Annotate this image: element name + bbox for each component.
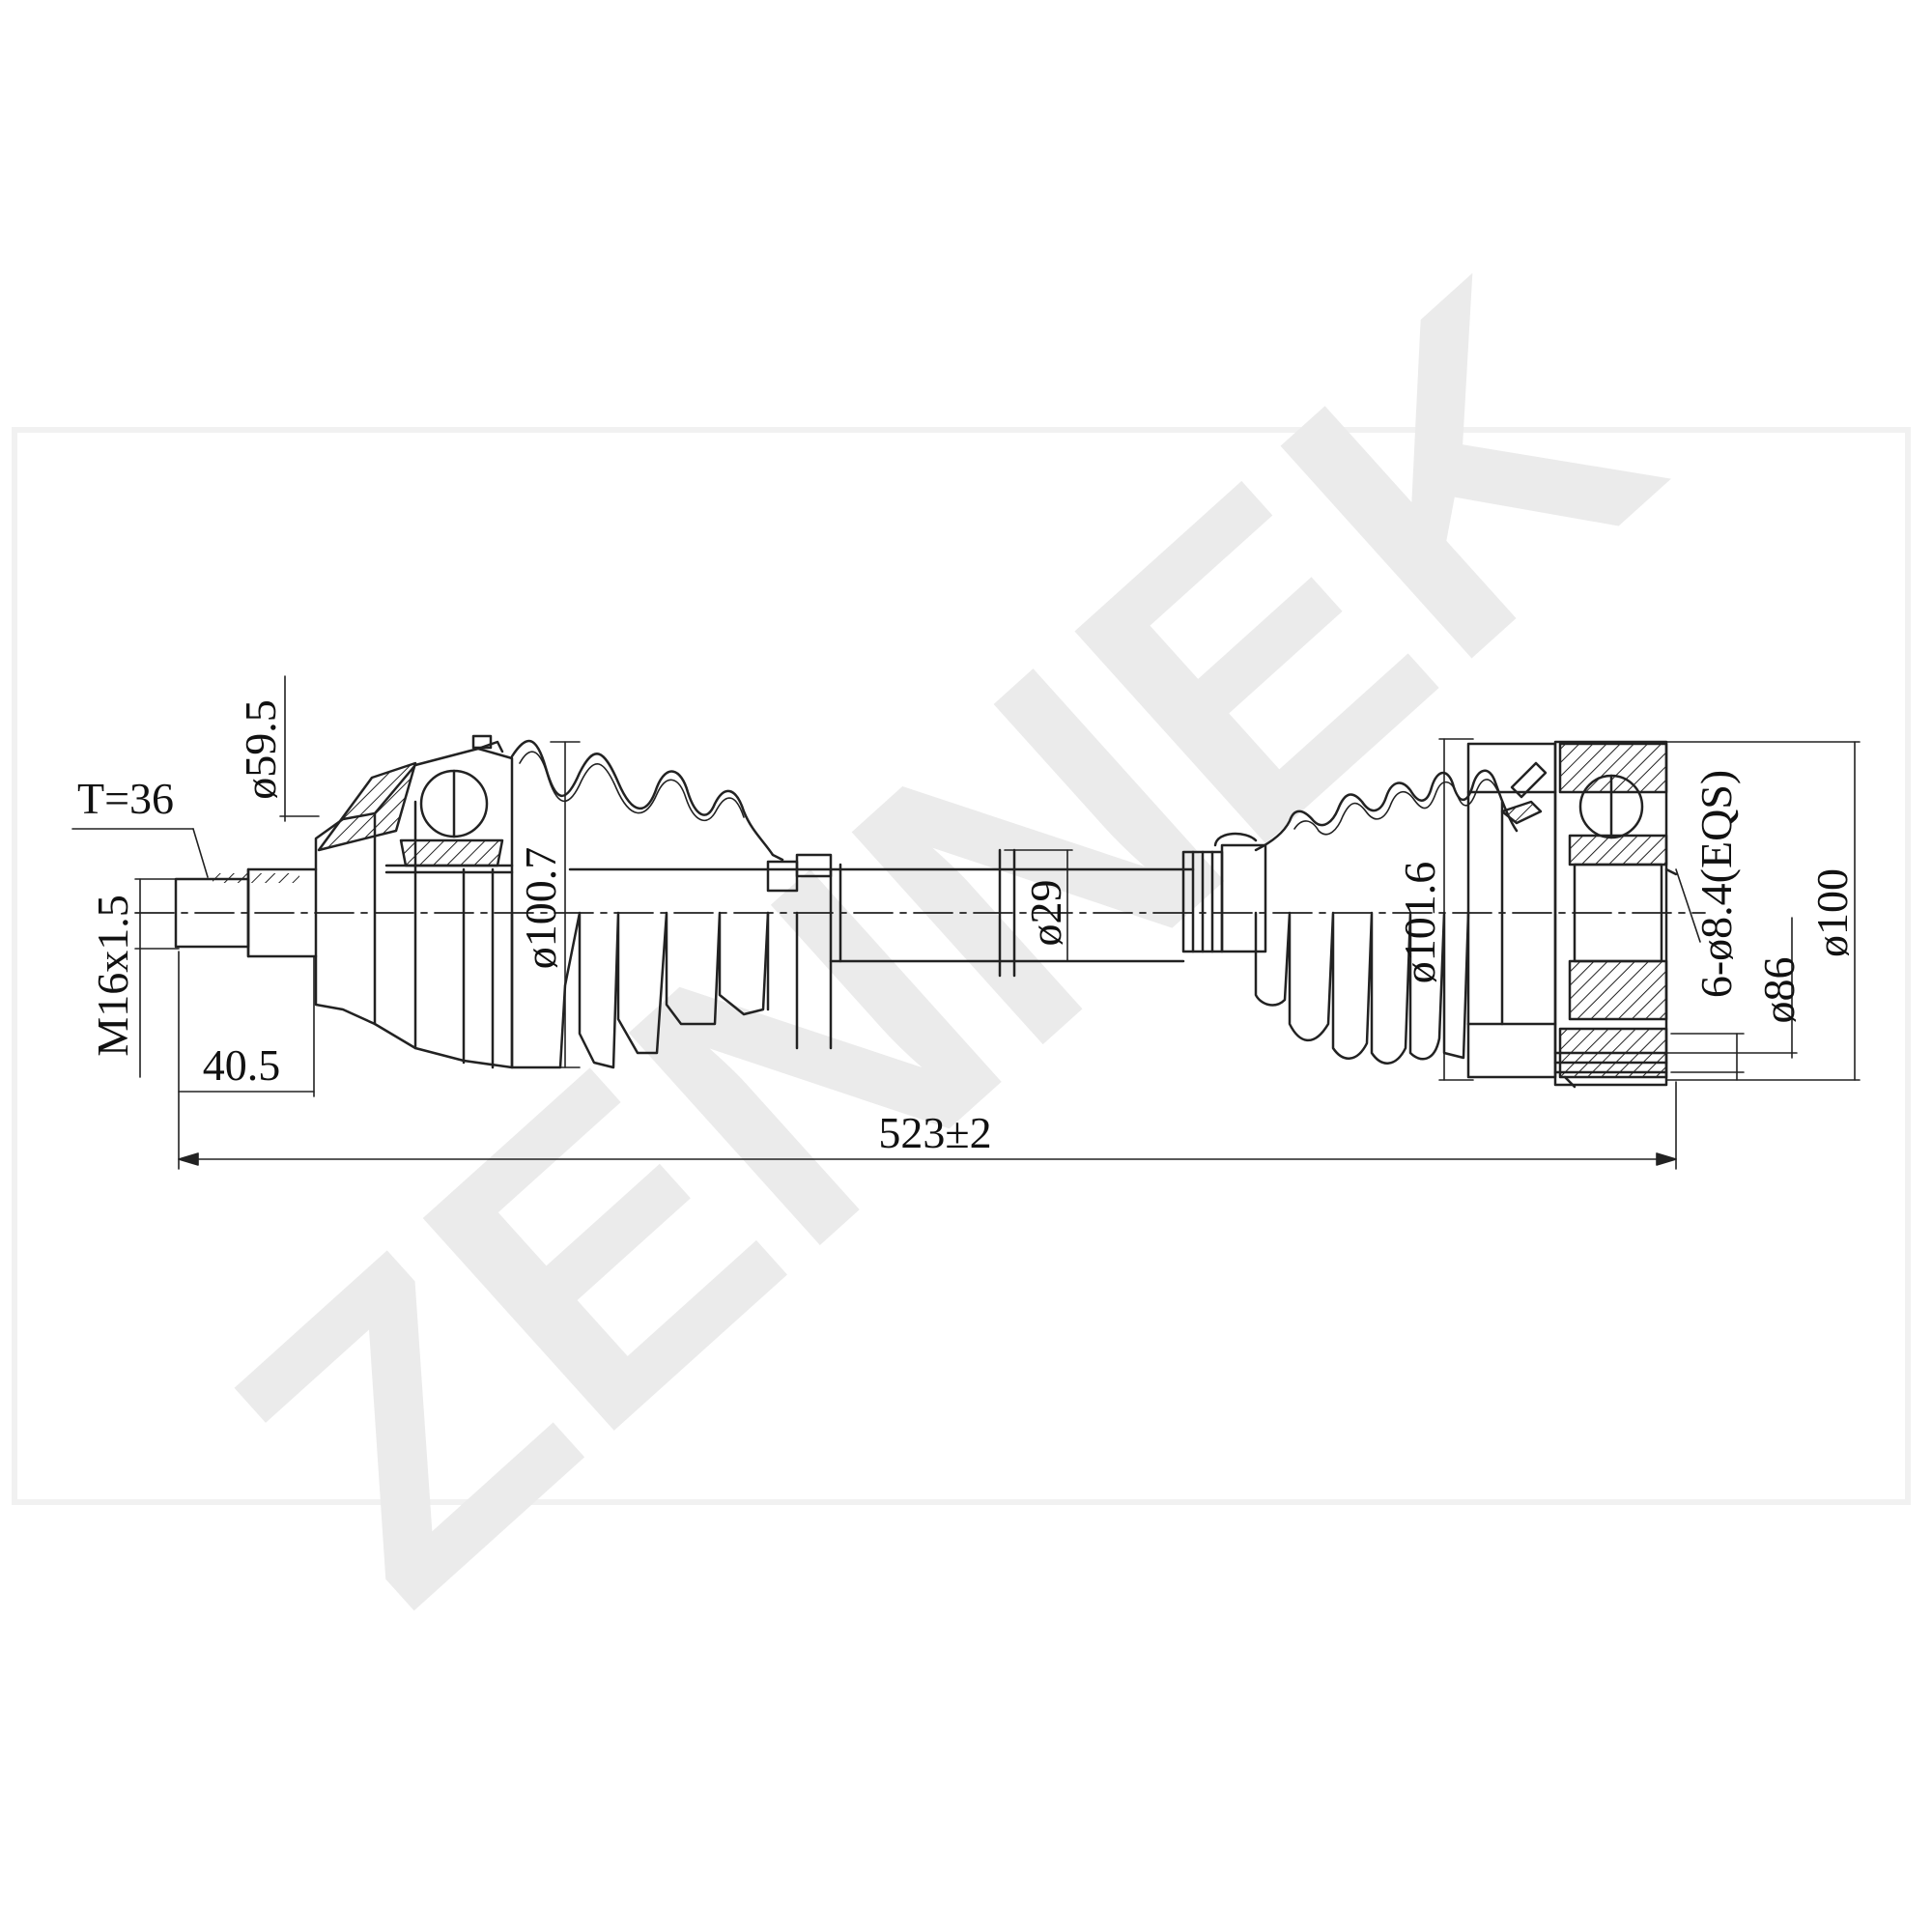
outer-boot-top xyxy=(510,739,784,862)
outer-stub xyxy=(174,867,318,958)
thread-label: M16x1.5 xyxy=(88,895,137,1056)
watermark-text: ZENNEK xyxy=(154,198,1733,1686)
dimension-lines xyxy=(71,675,1861,1170)
inner-boot-bottom xyxy=(1254,911,1470,1065)
inner-boot-dia-label: ø101.6 xyxy=(1395,862,1444,984)
dimension-labels: M16x1.5 T=36 ø59.5 40.5 ø100.7 ø29 ø101.… xyxy=(77,699,1857,1157)
inner-cv-joint xyxy=(1466,740,1678,1089)
total-length-label: 523±2 xyxy=(878,1108,991,1157)
watermark: ZENNEK xyxy=(12,198,1911,1686)
shaft-dia-label: ø29 xyxy=(1021,880,1070,947)
teeth-label: T=36 xyxy=(77,774,174,823)
inner-spline xyxy=(1181,832,1267,953)
outer-cv-joint xyxy=(314,734,514,1069)
outer-clamp-band xyxy=(795,853,833,878)
outer-boot-dia-label: ø100.7 xyxy=(516,847,565,970)
flange-dia-label: ø100 xyxy=(1807,868,1857,957)
bolt-holes-label: 6-ø8.4(EQS) xyxy=(1691,770,1741,998)
spline-length-label: 40.5 xyxy=(203,1040,281,1090)
outer-joint-dia-label: ø59.5 xyxy=(236,699,285,800)
bolt-circle-label: ø86 xyxy=(1754,957,1804,1024)
inner-boot-top xyxy=(1254,769,1519,852)
